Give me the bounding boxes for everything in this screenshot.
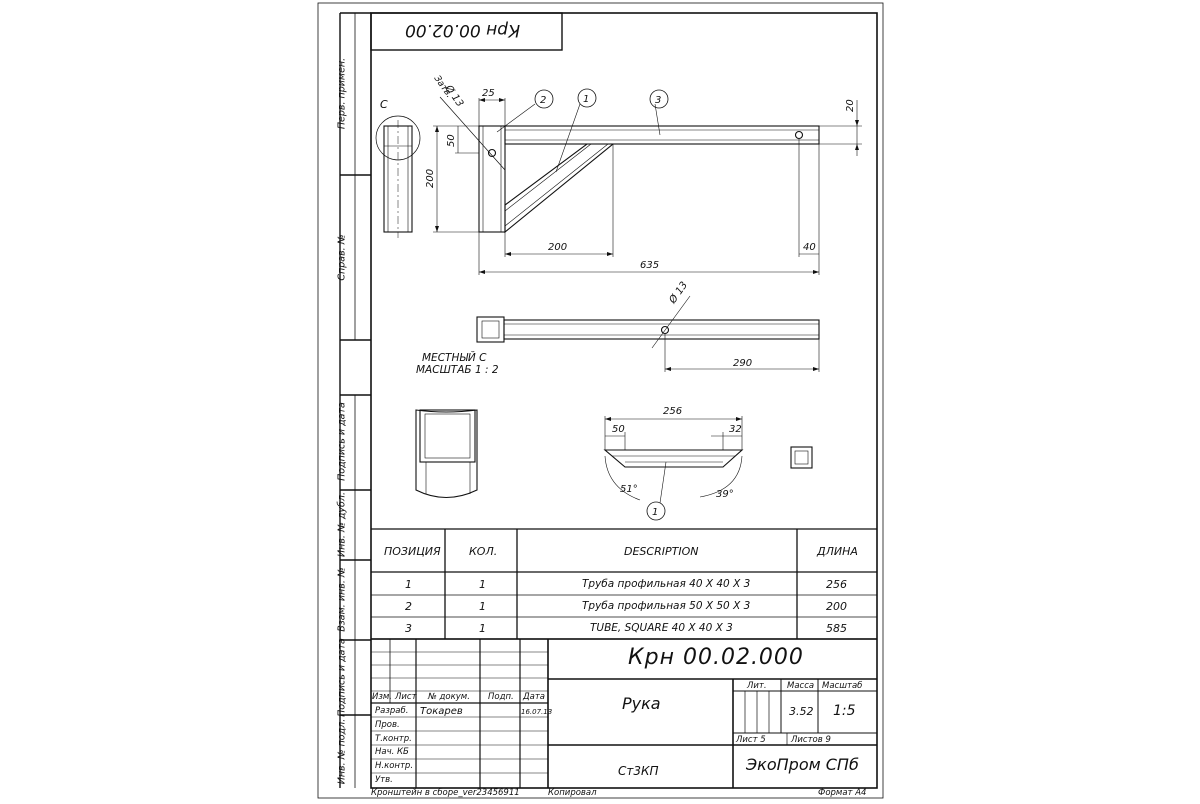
spec-row1-qty: 1 [479,578,486,591]
spec-row3-pos: 3 [405,622,412,635]
dim-40: 40 [803,242,816,253]
dim-50: 50 [446,134,457,147]
dim-200-v: 200 [425,169,436,188]
dim-200-h: 200 [548,242,567,253]
local-view-line1: МЕСТНЫЙ С [422,352,487,364]
top-stamp-box [370,12,563,51]
hdr-data: Дата [523,692,546,702]
side-label-perv-primen: Перв. примен. [336,57,348,130]
dim-256: 256 [663,406,682,417]
side-label-sprav: Справ. № [336,234,348,281]
bracket-main-view [433,96,862,275]
hdr-list: Лист [395,692,417,702]
footer-copied: Копировал [548,788,597,798]
spec-row1-length: 256 [826,578,847,591]
tkontr-label: Т.контр. [375,734,412,744]
sheet-number: Лист 5 [736,735,766,745]
organization: ЭкоПром СПб [746,755,859,774]
dim-635: 635 [640,260,659,271]
prov-label: Пров. [375,720,400,730]
spec-row2-length: 200 [826,600,847,613]
hdr-izm: Изм. [372,692,392,702]
spec-row1-pos: 1 [405,578,412,591]
spec-row2-qty: 1 [479,600,486,613]
nkontr-label: Н.контр. [375,761,414,771]
sheet-outer-border [317,2,884,799]
section-c-label: C [380,98,388,111]
side-section-c [375,115,421,238]
nach-kb-label: Нач. КБ [375,747,409,757]
title-block-grid [371,638,877,788]
dim-20: 20 [845,99,856,112]
razrab-label: Разраб. [375,706,409,716]
spec-header-length: ДЛИНА [817,545,858,558]
razrab-date: 16.07.13 [521,708,553,716]
dim-290: 290 [733,358,752,369]
side-label-inv-podl: Инв. № подл. [336,718,348,785]
massa-label: Масса [787,681,815,691]
callout-1b: 1 [652,507,658,518]
sheets-total: Листов 9 [791,735,831,745]
tube-top-view [476,295,820,372]
spec-row3-desc: TUBE, SQUARE 40 X 40 X 3 [590,622,733,634]
sheet-frame [370,12,878,789]
spec-row1-desc: Труба профильная 40 X 40 X 3 [582,578,751,590]
side-label-podpis-1: Подпись и дата [336,402,348,481]
spec-header-qty: КОЛ. [469,545,498,558]
footer-file: Кронштейн в сборе_ver23456911 [371,788,520,798]
scale-value: 1:5 [833,703,856,719]
angle-51: 51° [620,484,638,495]
scale-label: Масштаб [822,681,863,691]
callout-1a: 1 [583,94,589,105]
massa-value: 3.52 [789,705,814,718]
lit-label: Лит. [747,681,767,691]
designation: Крн 00.02.000 [628,645,804,670]
side-label-vzam-inv: Взам. инв. № [336,567,348,632]
spec-row2-pos: 2 [405,600,412,613]
dim-25: 25 [482,88,495,99]
local-view-line2: МАСШТАБ 1 : 2 [416,364,499,376]
spec-row3-length: 585 [826,622,847,635]
angle-39: 39° [716,489,734,500]
dim-50-b: 50 [612,424,625,435]
hdr-doc: № докум. [428,692,470,702]
spec-row2-desc: Труба профильная 50 X 50 X 3 [582,600,751,612]
footer-format: Формат А4 [818,788,867,798]
callout-3: 3 [655,95,661,106]
razrab-name: Токарев [420,706,463,717]
spec-row3-qty: 1 [479,622,486,635]
hdr-podp: Подп. [488,692,514,702]
spec-header-pos: ПОЗИЦИЯ [384,545,441,558]
part-name: Рука [622,694,661,713]
top-stamp-text: Крн 00.02.00 [405,20,521,40]
local-detail-view [415,409,478,498]
dim-d13-mid: Ø 13 [666,279,690,306]
spec-header-desc: DESCRIPTION [624,545,699,558]
callout-2: 2 [540,95,546,106]
material: Ст3КП [618,764,659,778]
dim-32: 32 [729,424,742,435]
brace-detail-view [603,416,813,504]
utv-label: Утв. [375,775,393,785]
